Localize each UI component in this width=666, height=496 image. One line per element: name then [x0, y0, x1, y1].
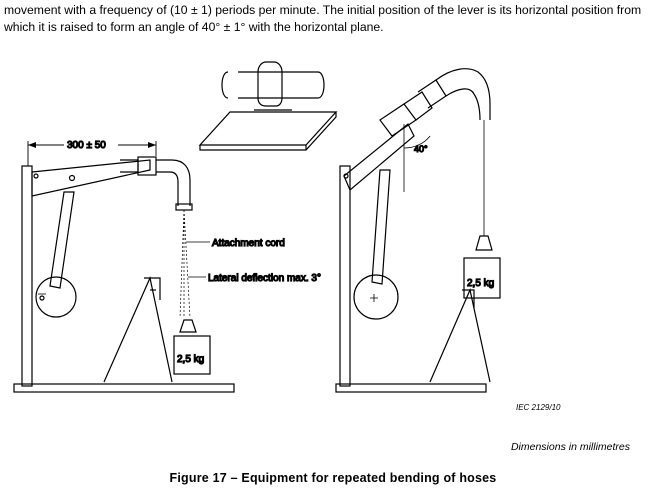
- weight-left-label: 2,5 kg: [177, 354, 204, 365]
- left-apparatus-drawing: [13, 141, 235, 393]
- clamp-detail-drawing: [198, 61, 338, 151]
- iec-reference-code: IEC 2129/10: [516, 403, 561, 412]
- angle-label: 40°: [414, 144, 428, 154]
- units-note: Dimensions in millimetres: [510, 441, 630, 453]
- intro-paragraph: movement with a frequency of (10 ± 1) pe…: [4, 3, 642, 34]
- weight-right-label: 2,5 kg: [467, 278, 494, 289]
- lateral-deflection-label: Lateral deflection max. 3°: [208, 273, 321, 284]
- figure-caption: Figure 17 – Equipment for repeated bendi…: [169, 471, 497, 485]
- attachment-cord-label: Attachment cord: [212, 238, 285, 249]
- right-apparatus-drawing: [335, 68, 501, 393]
- dimension-label: 300 ± 50: [67, 140, 106, 151]
